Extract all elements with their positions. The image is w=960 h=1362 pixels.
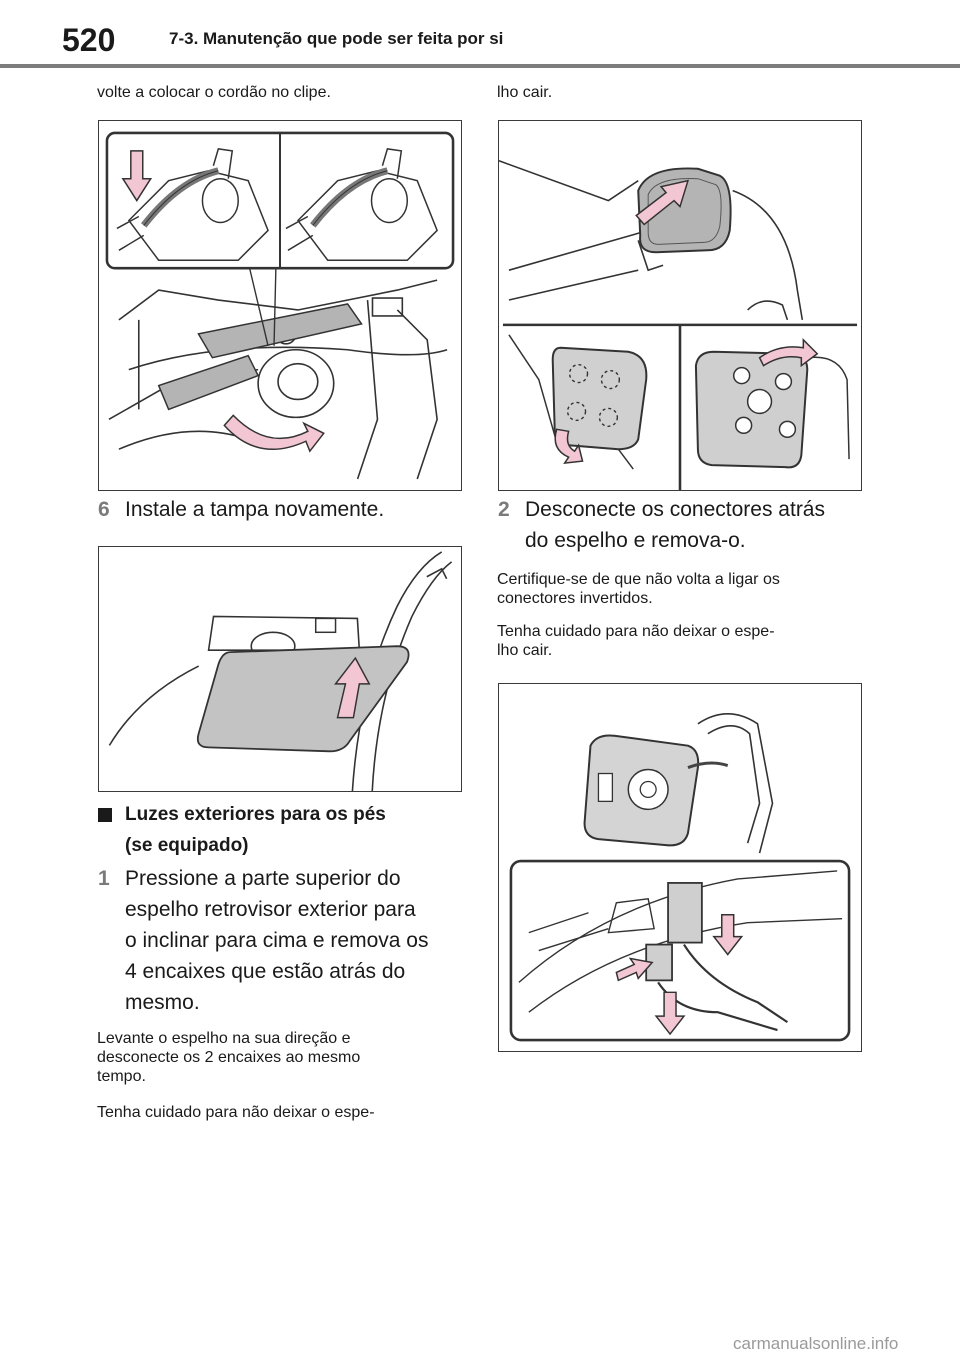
bulb-socket-illustration xyxy=(98,120,462,491)
note-line: desconecte os 2 encaixes ao mesmo xyxy=(97,1049,361,1066)
mirror-tilt-illustration xyxy=(498,120,862,491)
note-line: tempo. xyxy=(97,1068,146,1085)
note-line: conectores invertidos. xyxy=(497,590,653,607)
step-2-line-2: do espelho e remova-o. xyxy=(525,529,746,552)
note-line: Tenha cuidado para não deixar o espe- xyxy=(97,1104,375,1121)
right-note-2: Tenha cuidado para não deixar o espe- lh… xyxy=(497,622,862,660)
step-number: 2 xyxy=(498,498,510,521)
step-text: Instale a tampa novamente. xyxy=(125,498,385,521)
step-6: 6 Instale a tampa novamente. xyxy=(98,494,465,525)
note-line: Certifique-se de que não volta a ligar o… xyxy=(497,571,780,588)
left-note-1: Levante o espelho na sua direção e desco… xyxy=(97,1029,462,1086)
section-title: Luzes exteriores para os pés (se equipad… xyxy=(98,799,386,861)
section-bullet-icon xyxy=(98,808,112,822)
step-1-line-3: o inclinar para cima e remova os xyxy=(125,929,429,952)
step-1-line-4: 4 encaixes que estão atrás do xyxy=(125,960,406,983)
step-2: 2 Desconecte os conectores atrás do espe… xyxy=(498,494,865,556)
step-1-line-2: espelho retrovisor exterior para xyxy=(125,898,416,921)
note-line: Tenha cuidado para não deixar o espe- xyxy=(497,623,775,640)
step-2-line-1: Desconecte os conectores atrás xyxy=(525,498,825,521)
right-note-1: Certifique-se de que não volta a ligar o… xyxy=(497,570,862,608)
mirror-tilt-drawing xyxy=(499,160,858,490)
step-1-line-5: mesmo. xyxy=(125,991,200,1014)
left-intro-text: volte a colocar o cordão no clipe. xyxy=(97,84,331,101)
step-1: 1 Pressione a parte superior do espelho … xyxy=(98,863,465,1018)
cover-install-drawing xyxy=(108,551,453,791)
chapter-title: 7-3. Manutenção que pode ser feita por s… xyxy=(169,29,504,48)
page-header: 520 7-3. Manutenção que pode ser feita p… xyxy=(0,0,960,68)
step-number: 6 xyxy=(98,498,110,521)
left-note-2: Tenha cuidado para não deixar o espe- xyxy=(97,1103,462,1122)
page-number: 520 xyxy=(62,22,116,58)
connector-removal-illustration xyxy=(498,683,862,1052)
cover-install-illustration xyxy=(98,546,462,792)
footer-watermark: carmanualsonline.info xyxy=(733,1334,899,1353)
step-number: 1 xyxy=(98,867,110,890)
section-title-line-2: (se equipado) xyxy=(125,835,249,856)
bulb-socket-drawing xyxy=(105,131,455,480)
right-intro-text: lho cair. xyxy=(497,84,553,101)
note-line: lho cair. xyxy=(497,642,553,659)
section-title-line-1: Luzes exteriores para os pés xyxy=(125,804,386,825)
connector-removal-drawing xyxy=(509,713,851,1042)
header-divider xyxy=(0,64,960,68)
step-1-line-1: Pressione a parte superior do xyxy=(125,867,401,890)
note-line: Levante o espelho na sua direção e xyxy=(97,1030,351,1047)
